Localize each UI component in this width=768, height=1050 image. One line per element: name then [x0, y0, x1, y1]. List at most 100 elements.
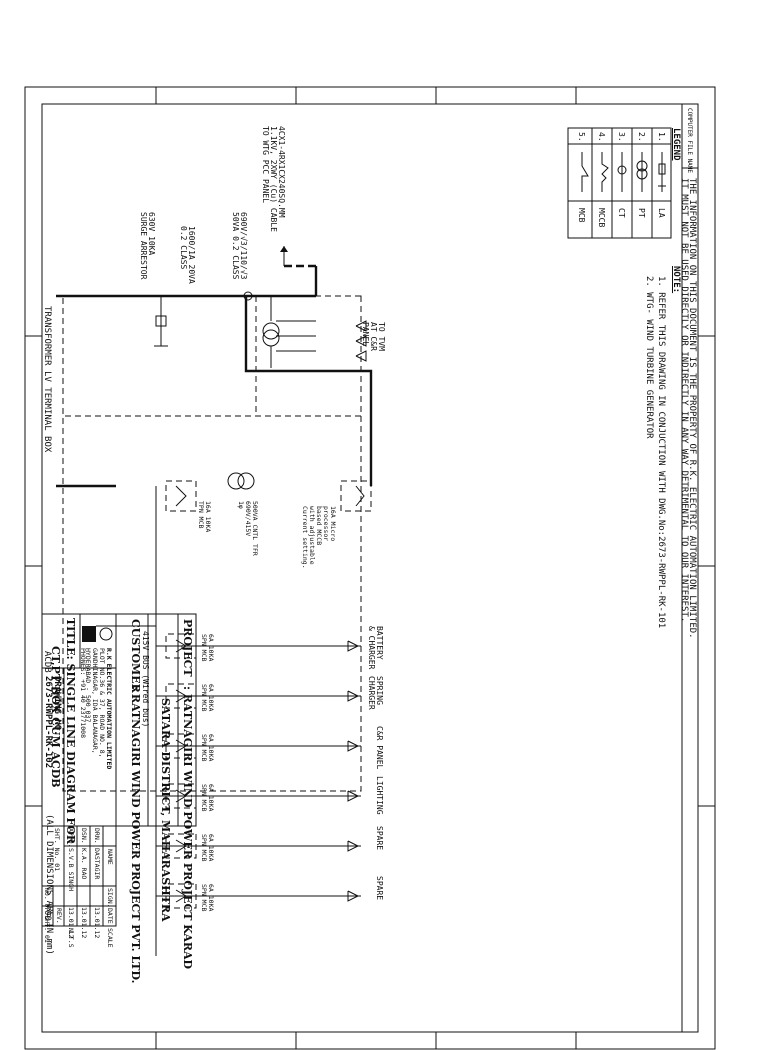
legend-label-mccb: MCCB: [597, 208, 606, 228]
name-drn: DASTAGIR: [93, 848, 101, 880]
cable-arrow: [280, 246, 316, 268]
drawing-no-label: DRAWING NO.: [52, 676, 62, 736]
mcb-type-label: SPN MCB: [200, 634, 208, 662]
legend-num-2: 2.: [637, 132, 646, 142]
legend-label-ct: CT: [617, 208, 626, 218]
company-line-2: PLOT NO.36 & 37, ROAD NO. 8,: [98, 648, 106, 758]
outgoing-feeder: [156, 883, 361, 909]
legend-label-mcb: MCB: [577, 208, 586, 223]
mcb-type-label: SPN MCB: [200, 684, 208, 712]
feeder-name: & CHARGER: [367, 626, 376, 670]
sign-header-scale: SCALE: [106, 928, 114, 948]
project-value: : RATNAGIRI WIND POWER PROJECT KARAD: [181, 686, 194, 970]
mcb-rating-label: 6A 10KA: [207, 884, 215, 912]
current-transformer-icon: [617, 152, 627, 192]
mccb-symbol: [340, 480, 372, 512]
drawing-sheet: COMPUTER FILE NAME THE INFORMATION ON TH…: [24, 86, 716, 1050]
legend-num-5: 5.: [577, 132, 586, 142]
date-dsn: 13.01.12: [80, 907, 88, 939]
pt-label-2: 50VA 0.2 CLASS: [231, 212, 240, 280]
sign-header-name: NAME: [106, 849, 114, 865]
mcb-contact: [175, 839, 187, 853]
sign-header-date: DATE: [106, 908, 114, 924]
customer-label: CUSTOMER: [129, 619, 142, 693]
note-2: 2. WTG- WIND TURBINE GENERATOR: [644, 276, 654, 439]
name-dsn: K.A. RAO: [80, 848, 88, 880]
note-title: NOTE:: [671, 266, 681, 294]
customer-value: : RATNAGIRI WIND POWER PROJECT PVT. LTD.: [129, 686, 142, 984]
tpn-label-2: TPN MCB: [197, 501, 205, 529]
legend-num-4: 4.: [597, 132, 606, 142]
mccb-label-4: with adjustable: [308, 506, 316, 565]
spn-mcb-symbol: [165, 883, 197, 909]
feeder-arrow: [347, 890, 360, 902]
ct-symbol: [243, 291, 253, 301]
ct-label-2: 0.2 CLASS: [179, 226, 188, 270]
outgoing-feeder: [156, 833, 361, 859]
tpn-mcb: [165, 480, 197, 512]
mcb-rating-label: 6A 10KA: [207, 734, 215, 762]
feeder-name: CHARGER: [367, 676, 376, 710]
legend-label-pt: PT: [637, 208, 646, 218]
acdb-feed: [244, 296, 373, 486]
mcb-type-label: SPN MCB: [200, 734, 208, 762]
feeder-arrow: [347, 640, 360, 652]
legend-title: LEGEND: [671, 128, 681, 161]
scale-value: N.T.S: [67, 928, 75, 948]
surge-arrestor: [154, 296, 168, 347]
surge-arrestor-label-1: 630V 10KA: [147, 212, 156, 256]
no-of-sheet-label: NO. OF SHT. 01: [43, 888, 51, 943]
mcb-rating-label: 6A 10KA: [207, 684, 215, 712]
file-name-label: COMPUTER FILE NAME: [686, 108, 693, 174]
legend-num-1: 1.: [657, 132, 666, 142]
legend-num-3: 3.: [617, 132, 626, 142]
file-name-box: [681, 103, 699, 169]
company-line-5: PHONES: +91 40 23771008: [79, 648, 87, 739]
feed-line-to-bus: [56, 484, 156, 627]
control-transformer: [227, 472, 255, 490]
pt-symbol: [262, 296, 280, 368]
rotated-drawing: COMPUTER FILE NAME THE INFORMATION ON TH…: [24, 86, 716, 1050]
cable-label-3: TO WTG PCC PANEL: [261, 126, 270, 204]
cable-label-1: 4CX1-4RX1CX240SQ.MM: [277, 126, 286, 218]
transformer-box-label: TRANSFORMER LV TERMINAL BOX: [42, 306, 52, 453]
mcb-type-label: SPN MCB: [200, 784, 208, 812]
role-appd: APPD.: [67, 828, 75, 848]
lightning-arrester-icon: [658, 152, 666, 192]
legend-table: [567, 127, 672, 239]
drawing-title-1: TITLE: SINGLE LINE DIAGRAM FOR: [64, 618, 77, 844]
role-dsn: DSN.: [80, 828, 88, 844]
date-drn: 13.01.12: [93, 907, 101, 939]
pt-label-1: 690V/√3/110/√3: [239, 212, 248, 280]
lv-terminal-box-boundary: [62, 295, 362, 792]
feeder-arrow: [347, 790, 360, 802]
mcb-contact: [175, 889, 187, 903]
cable-label-2: 1.1KV, 2XWY (Cu) CABLE: [269, 126, 278, 232]
tpn-label-1: 16A 10KA: [204, 501, 212, 533]
mccb-label-3: based MCCB: [315, 506, 323, 546]
feeder-name: SPRING: [375, 676, 384, 705]
drawing-no: 2673-RWPPL-RK-102: [43, 676, 53, 769]
feeder-name: SPARE: [375, 876, 384, 901]
rev-label: REV.: [55, 908, 63, 924]
mccb-label-2: processor: [322, 506, 330, 542]
feeder-arrow: [347, 740, 360, 752]
name-appd: S.V.B SINGH: [67, 848, 75, 892]
role-drn: DRN.: [93, 828, 101, 844]
drawing-lines: [24, 86, 716, 1050]
mccb-label-1: 16A Micro: [329, 506, 337, 542]
feeder-name: LIGHTING: [375, 776, 384, 815]
tvm-label-2: AT C&R: [369, 322, 378, 351]
mcb-icon: [581, 152, 589, 192]
ctrl-tfr-label-1: 500VA CNTL TFR: [251, 501, 259, 556]
feeder-name: SPARE: [375, 826, 384, 851]
sign-header-sign: SIGN.: [106, 888, 114, 908]
surge-arrestor-label-2: SURGE ARRESTOR: [139, 212, 148, 280]
mccb-icon: [601, 152, 609, 192]
company-line-1: R.K ELECTRIC AUTOMATION LIMITED: [105, 648, 113, 770]
mccb-label-5: Current setting.: [301, 506, 309, 569]
feeder-name: BATTERY: [375, 626, 384, 660]
potential-transformer-icon: [636, 152, 648, 192]
mcb-type-label: SPN MCB: [200, 884, 208, 912]
mcb-rating-label: 6A 10KA: [207, 834, 215, 862]
